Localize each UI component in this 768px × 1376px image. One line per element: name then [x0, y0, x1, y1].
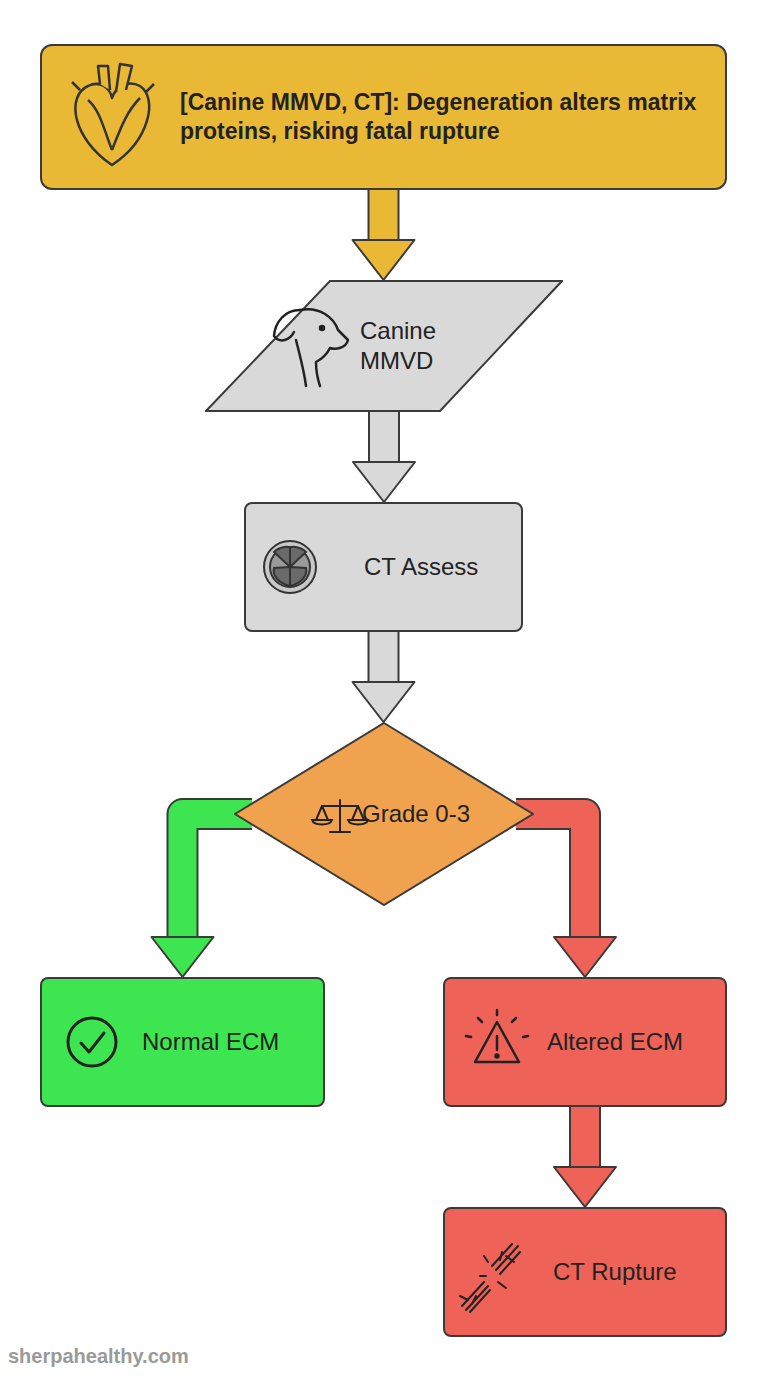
flow-arrow	[554, 1107, 616, 1207]
flow-arrow	[152, 814, 253, 977]
decision-diamond: Grade 0-3	[234, 722, 534, 906]
node-label: CT Rupture	[553, 1257, 677, 1287]
flow-arrow	[516, 814, 616, 977]
flow-arrow	[353, 632, 415, 722]
arrow-shaft-outline	[516, 814, 585, 937]
process-box: Altered ECM	[443, 977, 727, 1107]
arrow-shaft	[516, 814, 585, 937]
arrow-shaft	[571, 1107, 599, 1167]
arrow-shaft-outline	[368, 632, 400, 682]
arrow-head	[152, 937, 214, 977]
arrow-head	[554, 937, 616, 977]
node-label: Altered ECM	[547, 1027, 683, 1057]
input-parallelogram: Canine MMVD	[205, 280, 563, 412]
arrow-shaft	[370, 190, 398, 240]
flow-arrow	[353, 412, 415, 502]
node-label: CT Assess	[364, 552, 478, 582]
node-label: Canine MMVD	[360, 316, 460, 376]
shape-polygon	[235, 723, 533, 905]
process-box: Normal ECM	[40, 977, 325, 1107]
process-box: [Canine MMVD, CT]: Degeneration alters m…	[40, 44, 727, 190]
header-text: [Canine MMVD, CT]: Degeneration alters m…	[180, 88, 713, 146]
process-box: CT Rupture	[443, 1207, 727, 1337]
watermark: sherpahealthy.com	[8, 1345, 189, 1368]
flow-arrow	[353, 190, 415, 280]
process-box: CT Assess	[244, 502, 523, 632]
node-label: Normal ECM	[142, 1027, 279, 1057]
arrow-shaft-outline	[569, 1107, 601, 1167]
node-label: Grade 0-3	[362, 799, 470, 829]
arrow-shaft	[370, 632, 398, 682]
arrow-shaft-outline	[368, 412, 400, 462]
arrow-shaft	[370, 412, 398, 462]
shape-outline	[205, 280, 563, 412]
arrow-shaft-outline	[368, 190, 400, 240]
arrow-head	[353, 240, 415, 280]
arrow-head	[353, 682, 415, 722]
arrow-shaft-outline	[183, 814, 253, 937]
shape-polygon	[206, 281, 562, 411]
arrow-head	[554, 1167, 616, 1207]
arrow-head	[353, 462, 415, 502]
arrow-shaft	[183, 814, 253, 937]
